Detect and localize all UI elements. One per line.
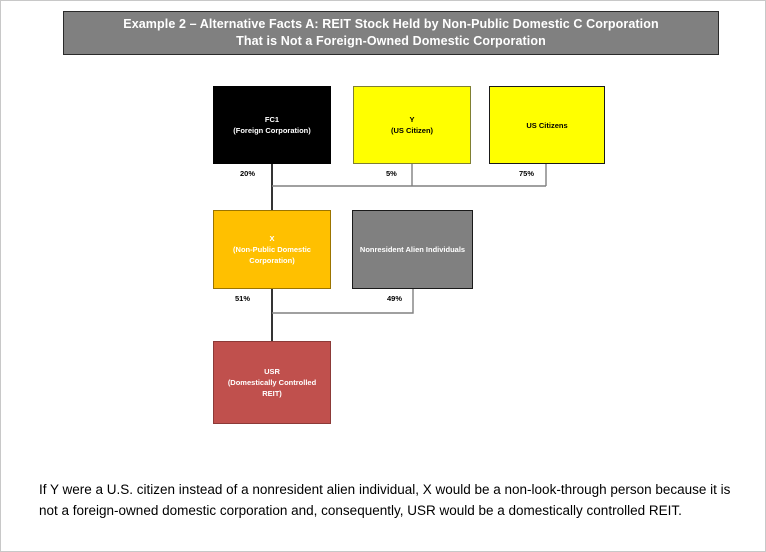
page-title-line-1: Example 2 – Alternative Facts A: REIT St… xyxy=(123,17,659,31)
node-x-label: X (Non-Public Domestic Corporation) xyxy=(233,234,311,265)
edge-label-uscitizens-to-x: 75% xyxy=(519,169,535,178)
node-x[interactable]: X (Non-Public Domestic Corporation) xyxy=(213,210,331,289)
node-nonresident-alien-individuals[interactable]: Nonresident Alien Individuals xyxy=(352,210,473,289)
page-title-line-2: That is Not a Foreign-Owned Domestic Cor… xyxy=(236,34,546,48)
node-usr[interactable]: USR (Domestically Controlled REIT) xyxy=(213,341,331,424)
node-y-label: Y (US Citizen) xyxy=(390,115,434,135)
edge-label-y-to-x: 5% xyxy=(386,169,397,178)
node-usr-label: USR (Domestically Controlled REIT) xyxy=(227,367,317,398)
node-y[interactable]: Y (US Citizen) xyxy=(353,86,471,164)
node-us-citizens[interactable]: US Citizens xyxy=(489,86,605,164)
node-us-citizens-label: US Citizens xyxy=(526,120,568,130)
ownership-diagram: FC1 (Foreign Corporation) Y (US Citizen)… xyxy=(1,1,766,471)
edge-label-x-to-usr: 51% xyxy=(235,294,251,303)
footnote-text: If Y were a U.S. citizen instead of a no… xyxy=(39,482,731,518)
node-nra-label: Nonresident Alien Individuals xyxy=(359,245,466,254)
edge-label-fc1-to-x: 20% xyxy=(240,169,256,178)
edge-label-nra-to-usr: 49% xyxy=(387,294,403,303)
page-title-banner: Example 2 – Alternative Facts A: REIT St… xyxy=(63,11,719,55)
node-fc1[interactable]: FC1 (Foreign Corporation) xyxy=(213,86,331,164)
node-fc1-label: FC1 (Foreign Corporation) xyxy=(233,115,311,135)
